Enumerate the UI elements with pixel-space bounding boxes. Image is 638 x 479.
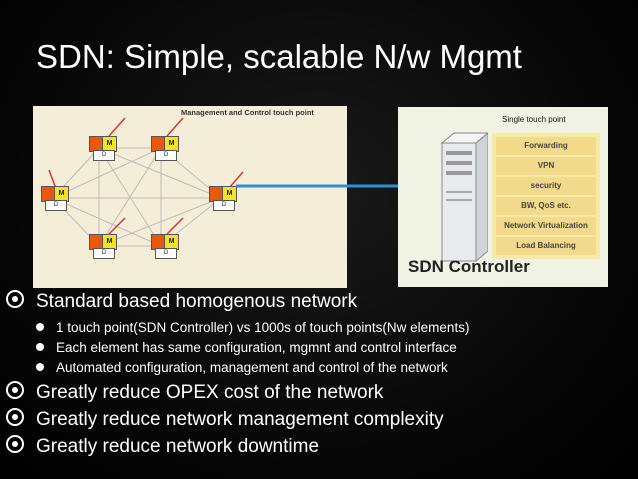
bullet-icon [6, 290, 24, 308]
service-stack: Forwarding VPN security BW, QoS etc. Net… [492, 133, 600, 259]
bullet-level1: Greatly reduce OPEX cost of the network [6, 381, 383, 404]
stack-item: BW, QoS etc. [496, 197, 596, 215]
bullet-icon [36, 323, 44, 331]
bullet-level1: Standard based homogenous network [6, 290, 357, 313]
bullet-icon [6, 435, 24, 453]
bullet-level2: Automated configuration, management and … [36, 360, 448, 375]
stack-item: Forwarding [496, 137, 596, 155]
bullet-level2: Each element has same configuration, mgm… [36, 340, 457, 355]
bullet-icon [36, 363, 44, 371]
stack-item: Load Balancing [496, 237, 596, 255]
sdn-controller-diagram: Single touch point Forwarding VPN securi… [398, 107, 608, 287]
bullet-icon [36, 343, 44, 351]
stack-item: VPN [496, 157, 596, 175]
server-icon [440, 132, 488, 263]
stack-item: security [496, 177, 596, 195]
bullet-level1: Greatly reduce network management comple… [6, 408, 444, 431]
single-touch-point-label: Single touch point [502, 115, 566, 124]
stack-item: Network Virtualization [496, 217, 596, 235]
sdn-controller-label: SDN Controller [408, 257, 530, 276]
bullet-level1: Greatly reduce network downtime [6, 435, 319, 458]
bullet-icon [6, 381, 24, 399]
slide-title: SDN: Simple, scalable N/w Mgmt [36, 38, 522, 75]
touch-point-caption: Management and Control touch point [181, 108, 314, 117]
bullet-level2: 1 touch point(SDN Controller) vs 1000s o… [36, 320, 469, 335]
bullet-icon [6, 408, 24, 426]
